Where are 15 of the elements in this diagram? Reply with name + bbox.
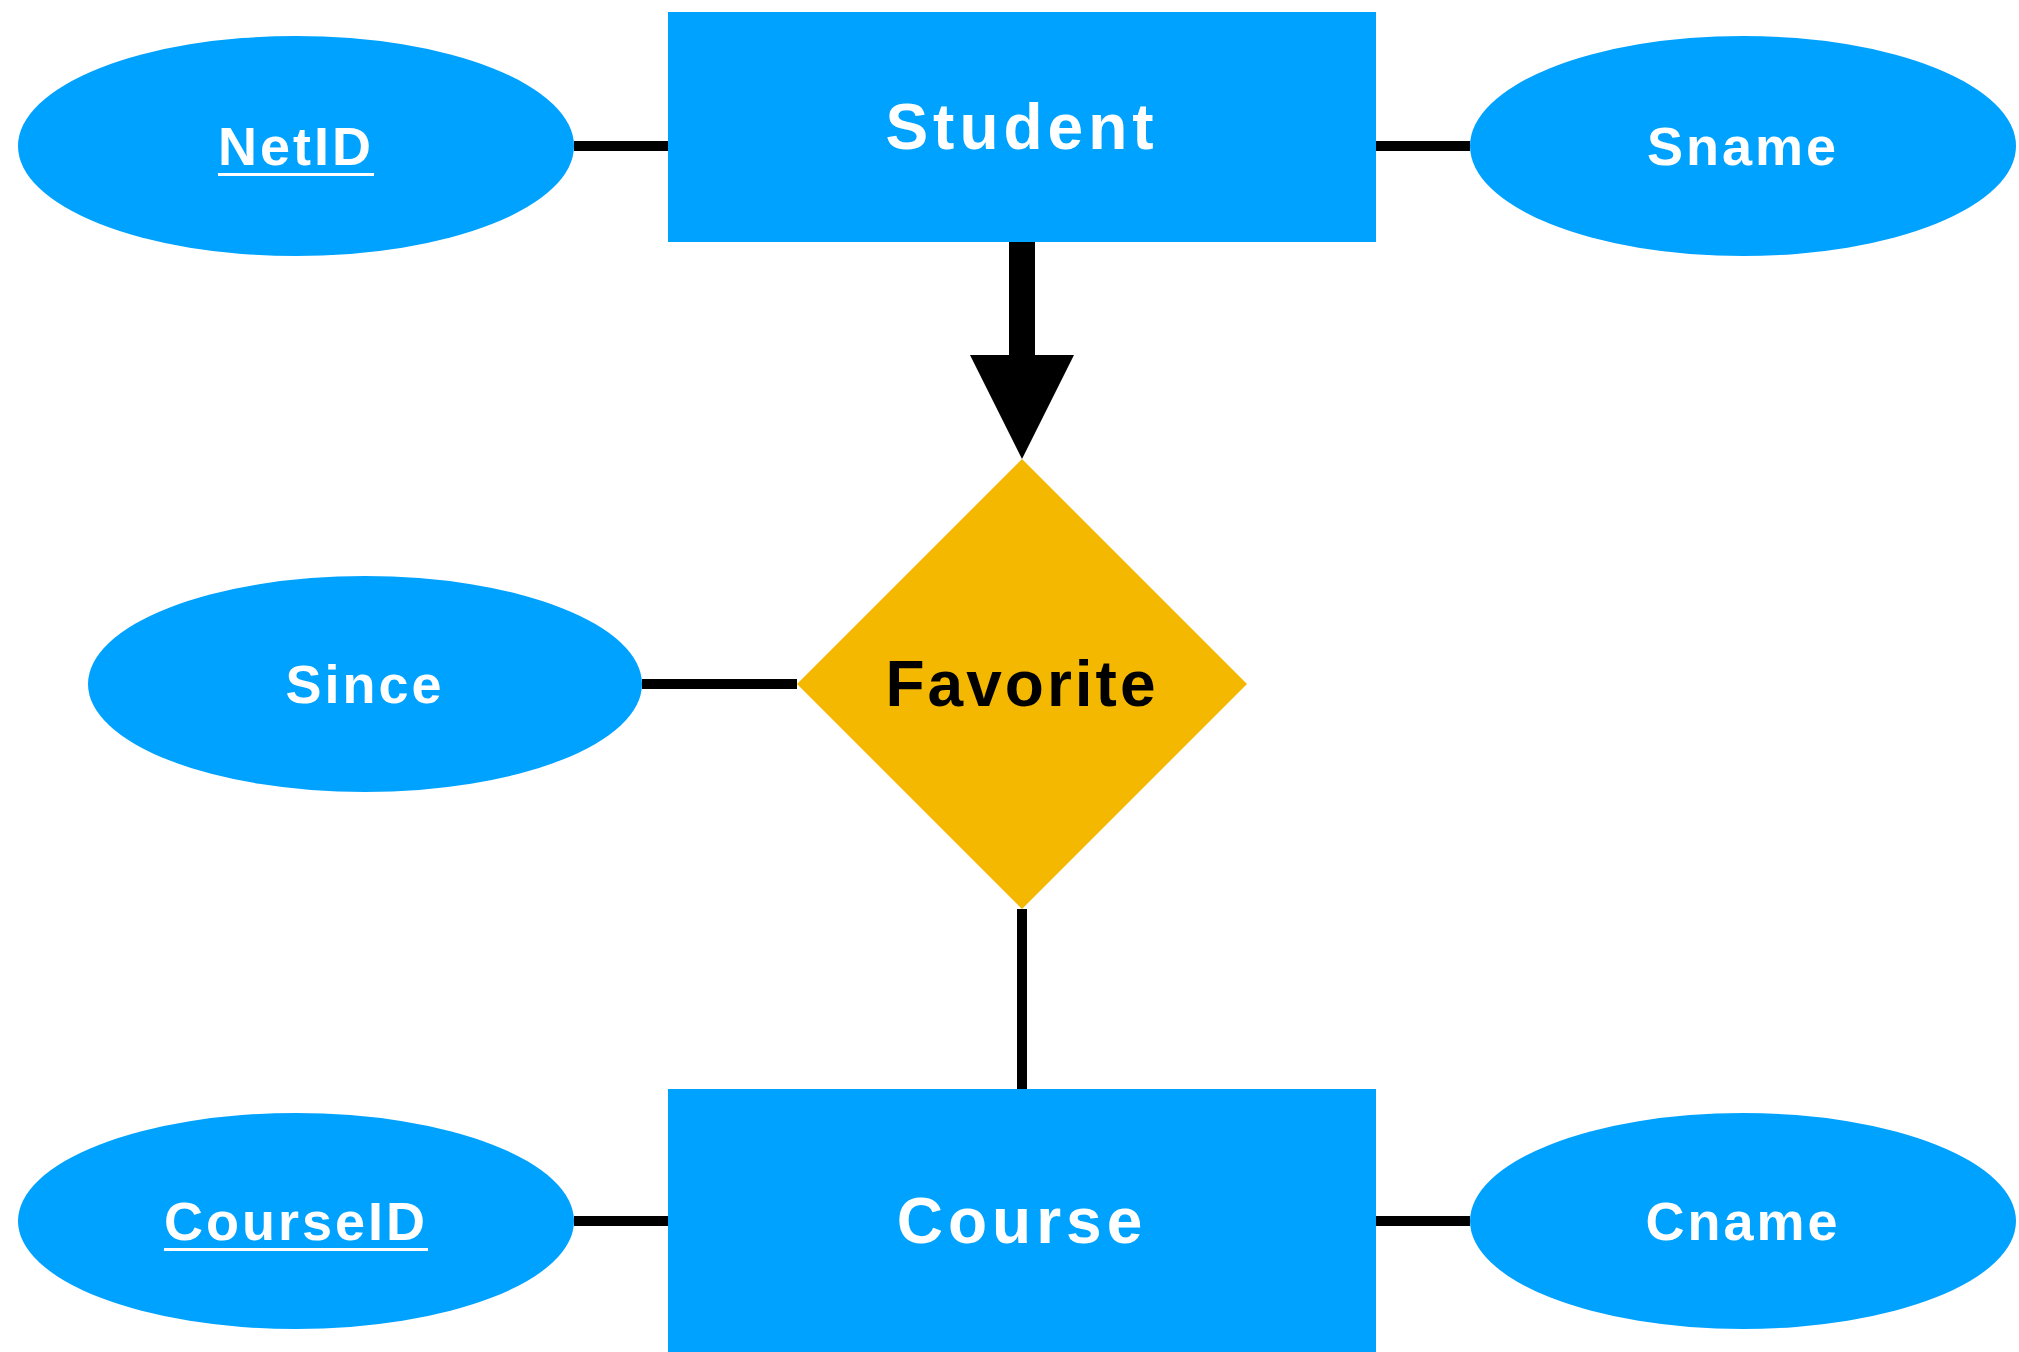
key-attribute-label: CourseID bbox=[163, 1190, 428, 1252]
node-label: Cname bbox=[1645, 1190, 1841, 1252]
connector-line bbox=[574, 1216, 668, 1226]
connector-line bbox=[1017, 909, 1027, 1089]
key-attribute-label: NetID bbox=[218, 115, 374, 177]
node-label: Sname bbox=[1646, 115, 1840, 177]
connector-line bbox=[1376, 1216, 1470, 1226]
connector-line bbox=[1376, 141, 1470, 151]
node-label: Course bbox=[896, 1183, 1148, 1258]
arrow bbox=[970, 242, 1074, 459]
connector-line bbox=[574, 141, 668, 151]
node-label: Since bbox=[285, 653, 445, 715]
node-label: Favorite bbox=[885, 647, 1159, 721]
node-label: Student bbox=[885, 90, 1159, 164]
connector-line bbox=[642, 679, 797, 689]
